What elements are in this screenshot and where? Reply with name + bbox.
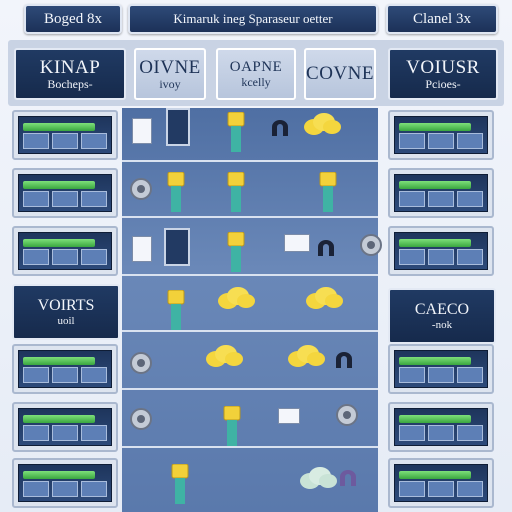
- tower-icon[interactable]: [170, 464, 190, 504]
- card-subtitle: Pcioes-: [425, 76, 461, 91]
- tab-kimaruk[interactable]: Kimaruk ineg Sparaseur oetter: [128, 4, 378, 34]
- right-side-panel[interactable]: CAECO -nok: [388, 288, 496, 344]
- tab-label: Kimaruk ineg Sparaseur oetter: [173, 11, 333, 26]
- left-thumbnail[interactable]: [12, 344, 118, 394]
- header-card-oapne[interactable]: OAPNE kcelly: [216, 48, 296, 100]
- cloud-icon[interactable]: [302, 112, 342, 136]
- right-thumbnail[interactable]: [388, 226, 494, 276]
- gear-icon[interactable]: [128, 176, 154, 202]
- cloud-icon[interactable]: [298, 466, 338, 490]
- cloud-icon[interactable]: [216, 286, 256, 310]
- gear-icon[interactable]: [334, 402, 360, 428]
- monitor-icon[interactable]: [166, 108, 190, 146]
- tab-label: Clanel 3x: [413, 10, 471, 27]
- side-panel-subtitle: uoil: [57, 314, 75, 327]
- header-card-oivne[interactable]: OIVNE ivoy: [134, 48, 206, 100]
- game-board: [122, 108, 378, 512]
- card-title: COVNE: [306, 63, 374, 85]
- left-thumbnail[interactable]: [12, 226, 118, 276]
- tab-label: Boged 8x: [44, 10, 102, 27]
- tower-icon[interactable]: [226, 232, 246, 272]
- card-title: KINAP: [39, 56, 101, 78]
- lane-divider: [122, 446, 378, 448]
- document-icon[interactable]: [284, 234, 310, 252]
- magnet-icon[interactable]: [270, 120, 290, 136]
- tower-icon[interactable]: [166, 172, 186, 212]
- card-subtitle: ivoy: [159, 76, 181, 91]
- document-icon[interactable]: [278, 408, 300, 424]
- gear-icon[interactable]: [358, 232, 384, 258]
- card-subtitle: Bocheps-: [47, 76, 93, 91]
- cloud-icon[interactable]: [204, 344, 244, 368]
- gear-icon[interactable]: [128, 350, 154, 376]
- tower-icon[interactable]: [166, 290, 186, 330]
- header-card-kinap[interactable]: KINAP Bocheps-: [14, 48, 126, 100]
- right-thumbnail[interactable]: [388, 344, 494, 394]
- side-panel-title: CAECO: [414, 301, 470, 319]
- cloud-icon[interactable]: [286, 344, 326, 368]
- left-thumbnail[interactable]: [12, 110, 118, 160]
- card-title: OIVNE: [139, 56, 201, 78]
- lane-divider: [122, 160, 378, 162]
- left-thumbnail[interactable]: [12, 168, 118, 218]
- side-panel-title: VOIRTS: [37, 297, 95, 315]
- document-icon[interactable]: [132, 118, 152, 144]
- magnet-icon[interactable]: [334, 352, 354, 368]
- tower-icon[interactable]: [222, 406, 242, 446]
- header-card-covne[interactable]: COVNE: [304, 48, 376, 100]
- lane-divider: [122, 330, 378, 332]
- gear-icon[interactable]: [128, 406, 154, 432]
- card-title: OAPNE: [229, 58, 283, 75]
- tower-icon[interactable]: [318, 172, 338, 212]
- magnet-icon[interactable]: [316, 240, 336, 256]
- lane-divider: [122, 216, 378, 218]
- lane-divider: [122, 388, 378, 390]
- card-title: VOIUSR: [406, 56, 480, 78]
- side-panel-subtitle: -nok: [431, 318, 453, 331]
- monitor-icon[interactable]: [164, 228, 190, 266]
- tab-boged[interactable]: Boged 8x: [24, 4, 122, 34]
- left-thumbnail[interactable]: [12, 402, 118, 452]
- tower-icon[interactable]: [226, 172, 246, 212]
- header-card-voiusr[interactable]: VOIUSR Pcioes-: [388, 48, 498, 100]
- document-icon[interactable]: [132, 236, 152, 262]
- tower-icon[interactable]: [226, 112, 246, 152]
- tab-clanel[interactable]: Clanel 3x: [386, 4, 498, 34]
- right-thumbnail[interactable]: [388, 458, 494, 508]
- right-thumbnail[interactable]: [388, 168, 494, 218]
- left-side-panel[interactable]: VOIRTS uoil: [12, 284, 120, 340]
- lane-divider: [122, 274, 378, 276]
- right-thumbnail[interactable]: [388, 402, 494, 452]
- right-thumbnail[interactable]: [388, 110, 494, 160]
- magnet-icon[interactable]: [338, 470, 358, 486]
- left-thumbnail[interactable]: [12, 458, 118, 508]
- card-subtitle: kcelly: [241, 74, 271, 89]
- cloud-icon[interactable]: [304, 286, 344, 310]
